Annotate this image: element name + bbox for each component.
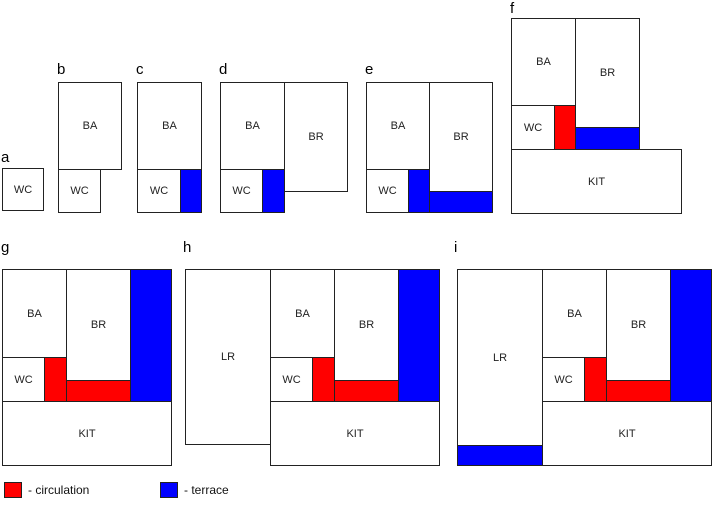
- legend-terrace: - terrace: [160, 482, 229, 498]
- room-br: BR: [429, 82, 493, 192]
- terrace-area: [180, 169, 202, 213]
- circulation-swatch: [4, 482, 22, 498]
- circulation-area: [606, 380, 671, 402]
- circulation-area: [334, 380, 399, 402]
- legend-circulation: - circulation: [4, 482, 89, 498]
- room-kit: KIT: [542, 401, 712, 466]
- room-br: BR: [284, 82, 348, 192]
- room-kit: KIT: [270, 401, 440, 466]
- room-br: BR: [575, 18, 640, 128]
- room-wc: WC: [2, 168, 44, 211]
- room-wc: WC: [366, 169, 409, 213]
- room-kit: KIT: [2, 401, 172, 466]
- room-ba: BA: [137, 82, 202, 170]
- terrace-area: [670, 269, 712, 402]
- panel-label-b: b: [57, 61, 66, 78]
- panel-label-f: f: [510, 0, 515, 17]
- panel-label-h: h: [183, 239, 192, 256]
- panel-label-d: d: [219, 61, 228, 78]
- panel-label-c: c: [136, 61, 144, 78]
- room-ba: BA: [2, 269, 67, 358]
- room-br: BR: [334, 269, 399, 381]
- terrace-area: [575, 127, 640, 150]
- terrace-area: [130, 269, 172, 402]
- room-wc: WC: [270, 357, 313, 402]
- terrace-area: [429, 191, 493, 213]
- legend-circulation-label: - circulation: [28, 483, 90, 497]
- panel-label-i: i: [454, 239, 458, 256]
- circulation-area: [44, 357, 67, 402]
- circulation-area: [312, 357, 335, 402]
- room-ba: BA: [270, 269, 335, 358]
- circulation-area: [554, 105, 576, 150]
- room-wc: WC: [2, 357, 45, 402]
- room-wc: WC: [542, 357, 585, 402]
- room-br: BR: [606, 269, 671, 381]
- panel-label-a: a: [1, 149, 10, 166]
- terrace-area: [408, 169, 430, 213]
- room-br: BR: [66, 269, 131, 381]
- legend-terrace-label: - terrace: [184, 483, 229, 497]
- terrace-area: [398, 269, 440, 402]
- room-ba: BA: [511, 18, 576, 106]
- circulation-area: [584, 357, 607, 402]
- circulation-area: [66, 380, 131, 402]
- panel-label-e: e: [365, 61, 374, 78]
- terrace-area: [262, 169, 285, 213]
- room-ba: BA: [220, 82, 285, 170]
- room-ba: BA: [58, 82, 122, 170]
- room-wc: WC: [58, 169, 101, 213]
- terrace-area: [457, 445, 543, 466]
- room-wc: WC: [511, 105, 555, 150]
- room-kit: KIT: [511, 149, 682, 214]
- terrace-swatch: [160, 482, 178, 498]
- room-lr: LR: [185, 269, 271, 445]
- room-ba: BA: [366, 82, 430, 170]
- room-lr: LR: [457, 269, 543, 446]
- panel-label-g: g: [1, 239, 10, 256]
- room-ba: BA: [542, 269, 607, 358]
- room-wc: WC: [220, 169, 263, 213]
- room-wc: WC: [137, 169, 181, 213]
